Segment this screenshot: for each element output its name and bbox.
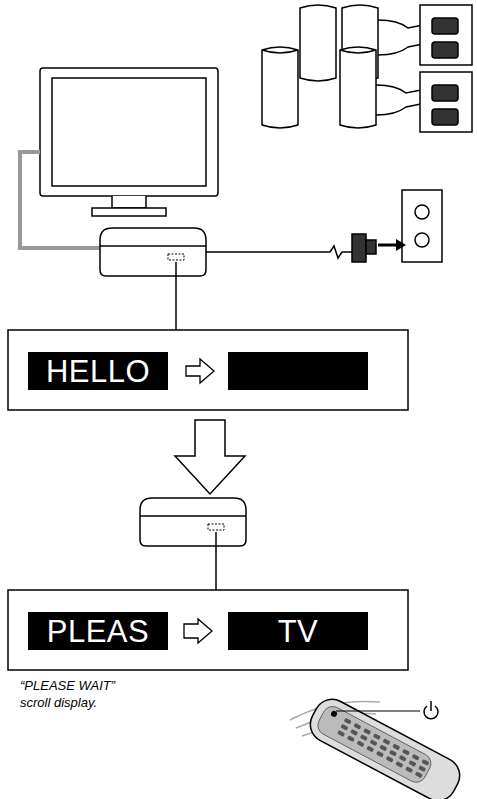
display-text: PLEAS (47, 616, 149, 647)
display-text: TV (278, 616, 319, 647)
hollow-arrow (184, 619, 212, 643)
display-text: HELLO (46, 356, 150, 387)
note-text: “PLEASE WAIT” scroll display. (20, 678, 135, 712)
display-panel: PLEAS (28, 612, 168, 650)
display-panel: HELLO (28, 352, 168, 390)
display-panel: TV (228, 612, 368, 650)
